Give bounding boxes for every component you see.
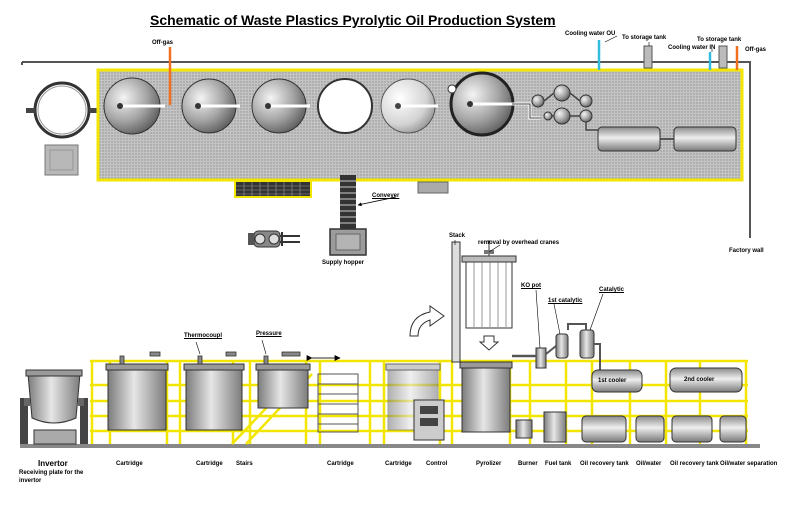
caption-fuel-tank: Fuel tank xyxy=(545,461,572,467)
label-thermocouple: Thermocoupl xyxy=(184,333,223,339)
caption-pyrolizer: Pyrolizer xyxy=(476,461,502,467)
label-to-storage-tank-1: To storage tank xyxy=(622,35,667,41)
hoisted-pyrolizer xyxy=(461,240,517,329)
invertor xyxy=(20,369,88,445)
label-second-cooler: 2nd cooler xyxy=(684,377,715,383)
storage-tank-stub-1 xyxy=(643,45,653,69)
label-off-gas-right: Off-gas xyxy=(745,47,766,53)
caption-stairs: Stairs xyxy=(236,461,253,467)
pyrolizer xyxy=(461,365,511,433)
grate-block xyxy=(234,180,312,198)
label-cooling-water-out: Cooling water OU xyxy=(565,31,616,37)
plan-view xyxy=(21,35,751,256)
label-first-catalytic: 1st catalytic xyxy=(548,298,583,304)
conveyer xyxy=(340,175,397,229)
lower-tanks xyxy=(515,411,747,443)
caption-oil-water: Oil/water xyxy=(636,461,662,467)
label-off-gas-left: Off-gas xyxy=(152,40,173,46)
caption-receiving-plate-1: Receiving plate for the xyxy=(19,470,84,476)
caption-oil-water-separation: Oil/water separation xyxy=(720,461,778,467)
label-stack: Stack xyxy=(449,233,466,239)
small-panel xyxy=(417,181,449,194)
plan-coolers xyxy=(597,126,737,152)
caption-burner: Burner xyxy=(518,461,538,467)
first-cooler xyxy=(591,369,643,393)
label-ko-pot: KO pot xyxy=(521,283,541,289)
caption-cartridge-4: Cartridge xyxy=(385,461,412,467)
caption-receiving-plate-2: invertor xyxy=(19,478,42,484)
down-arrow xyxy=(478,335,500,351)
label-first-cooler: 1st cooler xyxy=(598,378,627,384)
plan-catalytic xyxy=(512,84,598,131)
label-supply-hopper: Supply hopper xyxy=(322,260,364,266)
label-catalytic: Catalytic xyxy=(599,287,625,293)
label-conveyer: Conveyer xyxy=(372,193,400,199)
label-factory-wall: Factory wall xyxy=(729,248,764,254)
side-view xyxy=(20,240,760,448)
cartridge-nozzles xyxy=(119,351,301,365)
label-to-storage-tank-2: To storage tank xyxy=(697,37,742,43)
diagram-title: Schematic of Waste Plastics Pyrolytic Oi… xyxy=(150,12,556,28)
caption-cartridge-2: Cartridge xyxy=(196,461,223,467)
second-cooler xyxy=(669,367,743,393)
forklift xyxy=(248,230,300,248)
ground xyxy=(20,444,760,448)
label-pressure: Pressure xyxy=(256,331,282,337)
label-cooling-water-in: Cooling water IN xyxy=(668,45,716,51)
caption-control: Control xyxy=(426,461,448,467)
caption-oil-recovery-tank-1: Oil recovery tank xyxy=(580,461,629,467)
label-removal: removal by overhead cranes xyxy=(478,240,560,246)
invertor-plan xyxy=(26,81,98,139)
crane-arrow xyxy=(409,305,445,337)
stack xyxy=(451,241,461,363)
plan-cartridges xyxy=(103,71,515,137)
caption-cartridge-3: Cartridge xyxy=(327,461,354,467)
caption-cartridge-1: Cartridge xyxy=(116,461,143,467)
side-cartridges xyxy=(105,363,441,433)
ko-pot-catalytic xyxy=(512,323,601,370)
caption-invertor: Invertor xyxy=(38,459,68,468)
storage-tank-stub-2 xyxy=(718,45,728,69)
caption-oil-recovery-tank-2: Oil recovery tank xyxy=(670,461,719,467)
